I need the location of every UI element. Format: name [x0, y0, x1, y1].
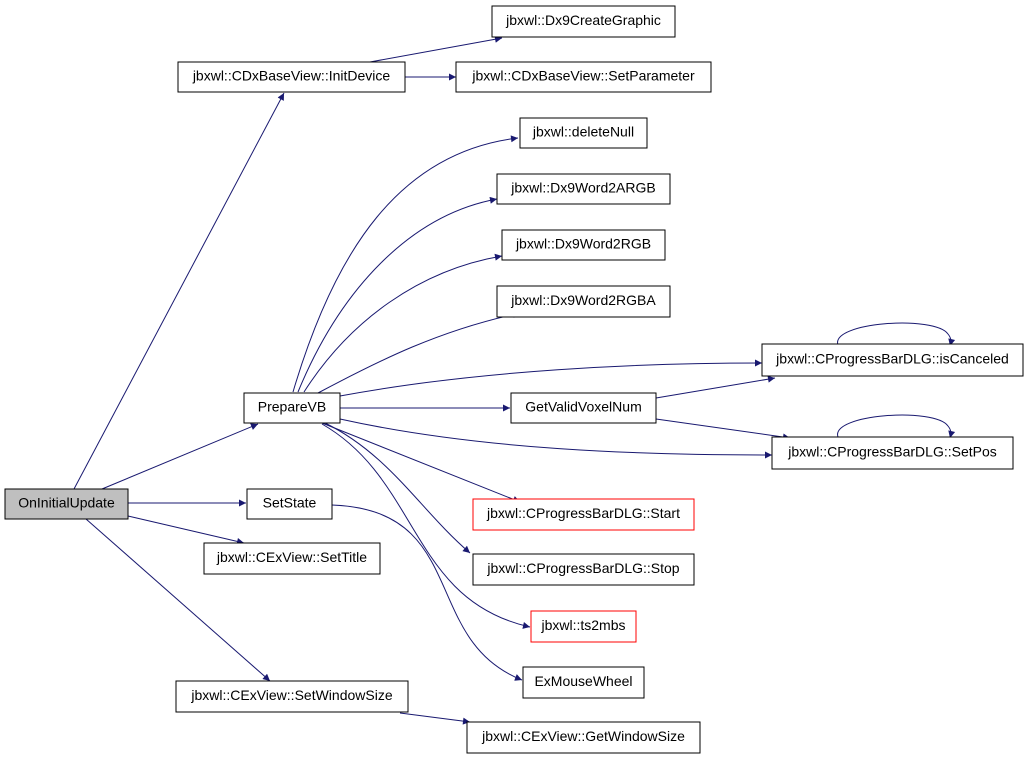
node-label: jbxwl::CExView::SetTitle: [216, 549, 367, 565]
node-getwindowsize[interactable]: jbxwl::CExView::GetWindowSize: [466, 721, 701, 754]
edge-iscanceled-self: [837, 322, 956, 347]
node-preparevb[interactable]: PrepareVB: [243, 392, 341, 424]
node-label: jbxwl::deleteNull: [532, 124, 634, 140]
node-settitle[interactable]: jbxwl::CExView::SetTitle: [203, 542, 381, 575]
node-deletenull[interactable]: jbxwl::deleteNull: [519, 117, 648, 149]
node-getvalidvoxelnum[interactable]: GetValidVoxelNum: [510, 392, 657, 424]
node-label: SetState: [263, 495, 317, 511]
node-label: jbxwl::CExView::SetWindowSize: [190, 687, 392, 703]
node-setparameter[interactable]: jbxwl::CDxBaseView::SetParameter: [455, 61, 712, 93]
node-iscanceled[interactable]: jbxwl::CProgressBarDLG::isCanceled: [761, 343, 1024, 377]
node-label: jbxwl::Dx9Word2RGBA: [510, 292, 656, 308]
node-dx9word2argb[interactable]: jbxwl::Dx9Word2ARGB: [496, 173, 671, 205]
edge-initdevice-dx9creategraphic: [369, 35, 503, 63]
node-progress-stop[interactable]: jbxwl::CProgressBarDLG::Stop: [472, 553, 695, 586]
edge-getvalidvoxelnum-iscanceled: [655, 375, 776, 399]
node-label: OnInitialUpdate: [18, 495, 115, 511]
node-label: jbxwl::CDxBaseView::SetParameter: [471, 68, 695, 84]
node-label: jbxwl::Dx9Word2RGB: [515, 236, 651, 252]
edge-setwindowsize-getwindowsize: [399, 712, 471, 725]
edge-preparevb-dx9word2rgb: [303, 253, 503, 393]
node-label: jbxwl::CProgressBarDLG::Start: [486, 505, 680, 521]
node-label: PrepareVB: [258, 399, 326, 415]
edge-preparevb-stop: [324, 422, 471, 554]
edge-oninitialupdate-settitle: [127, 515, 245, 545]
node-setwindowsize[interactable]: jbxwl::CExView::SetWindowSize: [175, 680, 409, 713]
nodes: OnInitialUpdate jbxwl::CDxBaseView::Init…: [4, 5, 1024, 754]
edge-getvalidvoxelnum-setpos: [655, 418, 791, 441]
edge-oninitialupdate-preparevb: [101, 423, 259, 490]
node-dx9word2rgba[interactable]: jbxwl::Dx9Word2RGBA: [496, 285, 671, 318]
edge-preparevb-dx9word2rgba: [317, 311, 521, 394]
edges: [73, 35, 956, 725]
node-label: jbxwl::CProgressBarDLG::Stop: [486, 560, 679, 576]
node-label: GetValidVoxelNum: [525, 399, 641, 415]
node-label: jbxwl::Dx9Word2ARGB: [510, 180, 655, 196]
edge-preparevb-deletenull: [292, 135, 519, 393]
node-ts2mbs[interactable]: jbxwl::ts2mbs: [530, 610, 637, 643]
edge-preparevb-iscanceled: [339, 359, 763, 397]
node-setpos[interactable]: jbxwl::CProgressBarDLG::SetPos: [771, 436, 1014, 470]
node-initdevice[interactable]: jbxwl::CDxBaseView::InitDevice: [177, 61, 406, 93]
edge-setstate-exmousewheel: [331, 504, 523, 681]
edge-preparevb-ts2mbs: [321, 423, 531, 629]
node-dx9creategraphic[interactable]: jbxwl::Dx9CreateGraphic: [491, 5, 676, 38]
node-progress-start[interactable]: jbxwl::CProgressBarDLG::Start: [472, 498, 695, 531]
edge-preparevb-setpos: [339, 418, 773, 459]
edge-oninitialupdate-setwindowsize: [85, 518, 271, 682]
node-label: jbxwl::CDxBaseView::InitDevice: [192, 68, 391, 84]
node-label: ExMouseWheel: [534, 673, 632, 689]
edge-oninitialupdate-initdevice: [73, 92, 285, 490]
node-dx9word2rgb[interactable]: jbxwl::Dx9Word2RGB: [501, 229, 666, 261]
edge-setpos-self: [837, 414, 956, 439]
node-setstate[interactable]: SetState: [246, 488, 333, 520]
edge-preparevb-start: [321, 422, 521, 503]
node-label: jbxwl::ts2mbs: [540, 617, 625, 633]
node-oninitialupdate[interactable]: OnInitialUpdate: [4, 488, 129, 520]
node-label: jbxwl::CProgressBarDLG::isCanceled: [775, 351, 1009, 367]
node-label: jbxwl::CExView::GetWindowSize: [481, 728, 685, 744]
node-label: jbxwl::CProgressBarDLG::SetPos: [787, 444, 997, 460]
node-label: jbxwl::Dx9CreateGraphic: [505, 12, 661, 28]
edge-preparevb-dx9word2argb: [297, 196, 498, 393]
node-exmousewheel[interactable]: ExMouseWheel: [522, 666, 645, 699]
